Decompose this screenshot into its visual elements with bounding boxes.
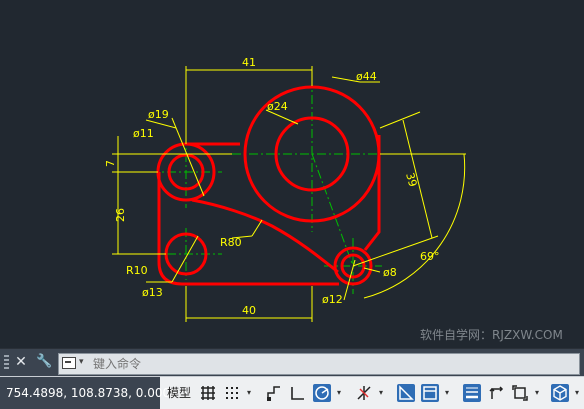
- ortho-icon[interactable]: [289, 384, 307, 402]
- dim-width-bottom: 40: [242, 304, 256, 317]
- dim-dia-large-outer: ø44: [356, 70, 377, 83]
- coordinate-readout: 754.4898, 108.8738, 0.0000: [0, 377, 178, 409]
- transparency-icon[interactable]: [487, 384, 505, 402]
- right-inner-circle: [340, 253, 366, 279]
- cad-drawing: 41 ø44 ø24 ø19 ø11 7 26 39 R80 R10 ø13 6…: [104, 56, 466, 322]
- right-edge: [363, 135, 381, 251]
- grid-icon[interactable]: [199, 384, 217, 402]
- selection-cycling-icon[interactable]: [511, 384, 529, 402]
- dim-radius-arc: R80: [220, 236, 242, 249]
- wrench-icon[interactable]: 🔧: [36, 354, 53, 369]
- dynamic-ucs-icon[interactable]: [421, 384, 439, 402]
- r80-arc: [191, 198, 339, 274]
- 3d-osnap-dropdown-icon[interactable]: ▾: [574, 388, 579, 397]
- polar-icon[interactable]: [313, 384, 331, 402]
- drawing-canvas[interactable]: 41 ø44 ø24 ø19 ø11 7 26 39 R80 R10 ø13 6…: [0, 0, 584, 348]
- right-outer-circle: [333, 246, 373, 286]
- ucs-dropdown-icon[interactable]: ▾: [444, 388, 449, 397]
- dim-angle: 69°: [420, 250, 440, 263]
- lineweight-icon[interactable]: [463, 384, 481, 402]
- 3d-osnap-icon[interactable]: [551, 384, 569, 402]
- snap-icon[interactable]: [223, 384, 241, 402]
- dim-dia-large-inner: ø24: [267, 100, 288, 113]
- command-prompt-icon[interactable]: [62, 357, 76, 369]
- dim-dia-left-inner: ø11: [133, 127, 154, 140]
- command-input-box[interactable]: ▾: [58, 353, 580, 375]
- left-inner-circle: [167, 153, 205, 191]
- large-inner-circle: [274, 116, 350, 192]
- dimension-lines: [112, 66, 466, 322]
- osnap-icon[interactable]: [355, 384, 373, 402]
- close-icon[interactable]: ✕: [15, 354, 27, 370]
- command-input[interactable]: [93, 355, 563, 372]
- drag-grip-icon[interactable]: [4, 355, 9, 371]
- command-line-bar: ✕ 🔧 ▾: [0, 348, 584, 377]
- dim-dia-right-outer: ø12: [322, 293, 343, 306]
- outline-left-bottom: [157, 172, 339, 286]
- chevron-down-icon[interactable]: ▾: [79, 357, 84, 367]
- selection-dropdown-icon[interactable]: ▾: [534, 388, 539, 397]
- dim-slant-length: 39: [403, 171, 419, 188]
- status-bar: 754.4898, 108.8738, 0.0000 模型 ▾ ▾ ▾ ▾ ▾ …: [0, 376, 584, 409]
- dim-dia-left-outer: ø19: [148, 108, 169, 121]
- dim-height-left: 26: [114, 208, 127, 222]
- snap-dropdown-icon[interactable]: ▾: [246, 388, 251, 397]
- infer-icon[interactable]: [265, 384, 283, 402]
- otrack-icon[interactable]: [397, 384, 415, 402]
- dim-dia-right-small: ø8: [383, 266, 397, 279]
- dim-dia-left-bottom: ø13: [142, 286, 163, 299]
- dim-offset-vertical: 7: [104, 160, 117, 167]
- osnap-dropdown-icon[interactable]: ▾: [378, 388, 383, 397]
- dim-radius-left-bottom: R10: [126, 264, 148, 277]
- model-space-button[interactable]: 模型: [166, 386, 191, 400]
- part-geometry: [156, 85, 381, 286]
- dim-width-top: 41: [242, 56, 256, 69]
- watermark: 软件自学网：RJZXW.COM: [420, 328, 563, 342]
- polar-dropdown-icon[interactable]: ▾: [336, 388, 341, 397]
